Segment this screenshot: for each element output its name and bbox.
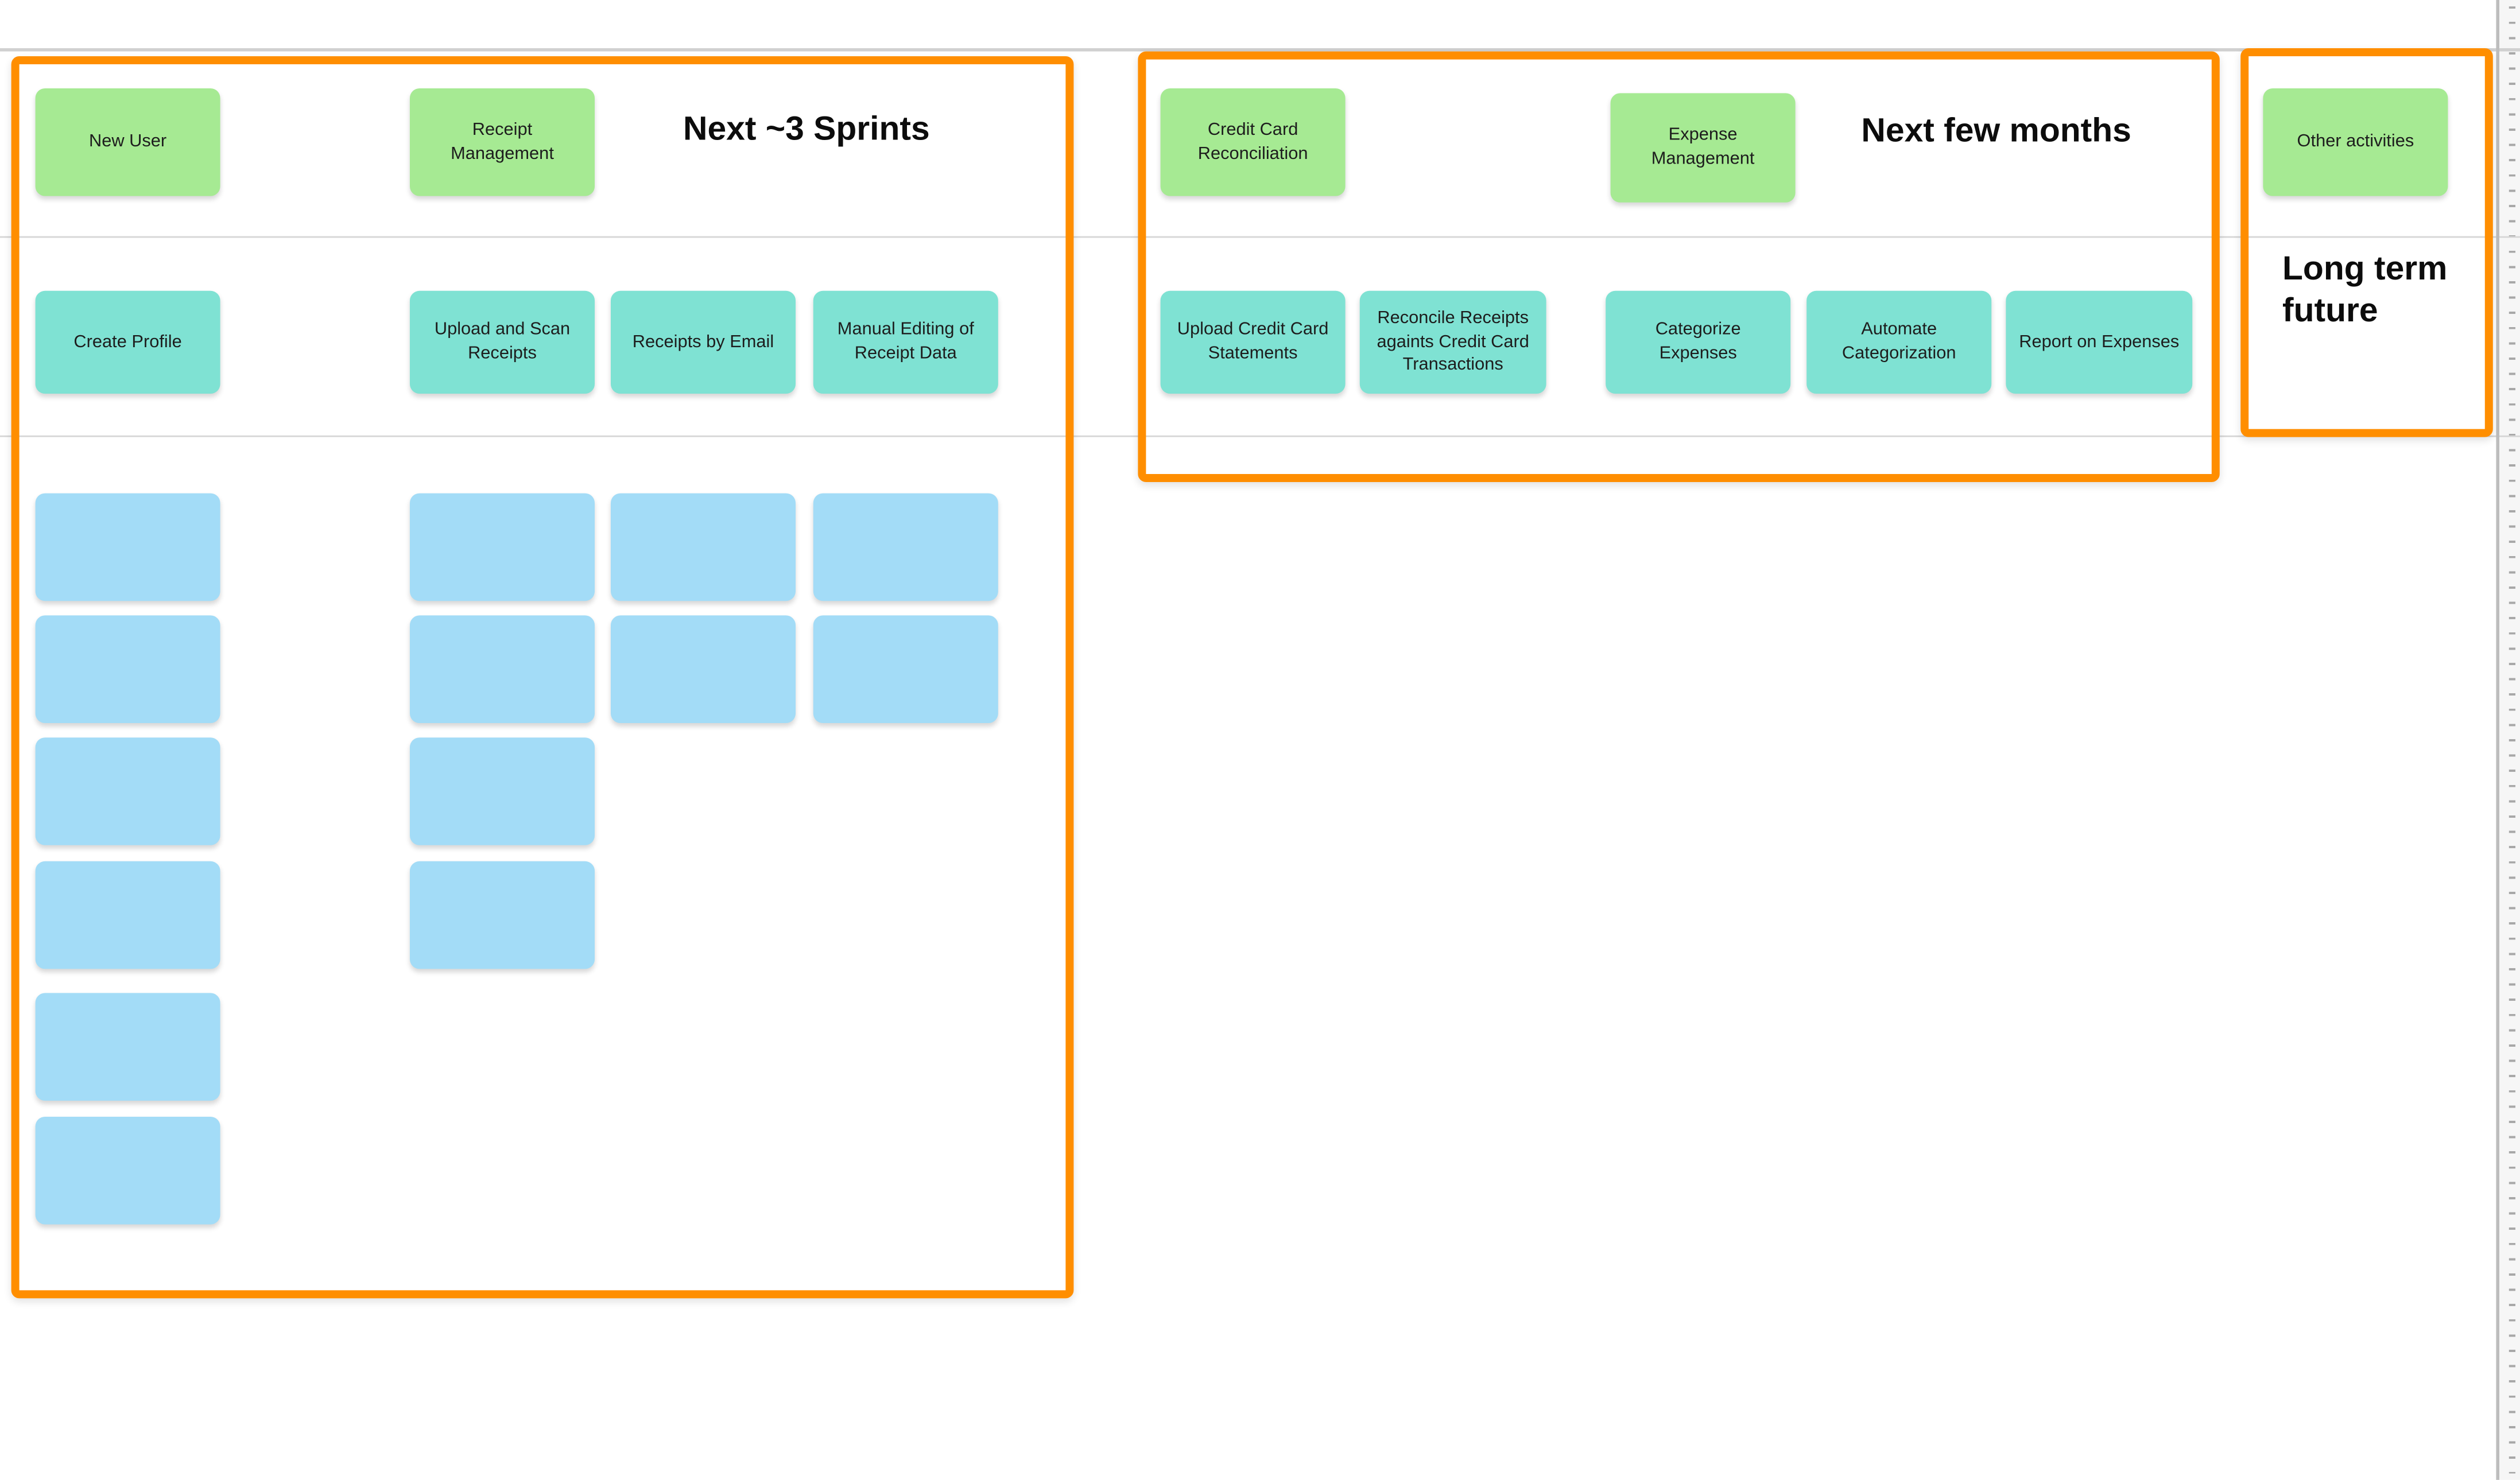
sticky-note[interactable] bbox=[813, 493, 998, 601]
section-title-next-few-months[interactable]: Next few months bbox=[1861, 112, 2131, 150]
sticky-note[interactable] bbox=[35, 615, 220, 723]
sticky-note[interactable] bbox=[35, 993, 220, 1101]
sticky-note[interactable]: Credit Card Reconciliation bbox=[1160, 88, 1346, 196]
canvas-grid-line-horizontal bbox=[0, 236, 2520, 238]
sticky-note[interactable] bbox=[410, 493, 595, 601]
sticky-note[interactable] bbox=[410, 615, 595, 723]
sticky-note[interactable]: Reconcile Receipts againts Credit Card T… bbox=[1359, 290, 1546, 394]
canvas-grid-line-horizontal bbox=[0, 435, 2520, 437]
sticky-note[interactable] bbox=[611, 615, 796, 723]
sticky-note[interactable] bbox=[410, 861, 595, 969]
sticky-note[interactable] bbox=[410, 737, 595, 845]
sticky-note[interactable]: Other activities bbox=[2263, 88, 2448, 196]
sticky-note[interactable]: New User bbox=[35, 88, 220, 196]
sticky-note[interactable]: Automate Categorization bbox=[1806, 290, 1992, 394]
sticky-note[interactable]: Upload Credit Card Statements bbox=[1160, 290, 1346, 394]
canvas-grid-line-horizontal bbox=[0, 48, 2520, 52]
sticky-note[interactable]: Expense Management bbox=[1610, 93, 1796, 203]
sticky-note[interactable] bbox=[35, 737, 220, 845]
sticky-note[interactable] bbox=[813, 615, 998, 723]
sticky-note[interactable]: Categorize Expenses bbox=[1606, 290, 1791, 394]
sticky-note[interactable]: Report on Expenses bbox=[2006, 290, 2193, 394]
sticky-note[interactable] bbox=[35, 861, 220, 969]
ruler-tick-marks bbox=[2509, 6, 2515, 1474]
section-frame-next-3-sprints[interactable] bbox=[11, 56, 1074, 1299]
section-frame-long-term-future[interactable] bbox=[2240, 48, 2493, 437]
sticky-note[interactable]: Create Profile bbox=[35, 290, 220, 394]
sticky-note[interactable]: Receipts by Email bbox=[611, 290, 796, 394]
section-title-next-3-sprints[interactable]: Next ~3 Sprints bbox=[683, 111, 930, 148]
sticky-note[interactable] bbox=[611, 493, 796, 601]
section-frame-next-few-months[interactable] bbox=[1138, 51, 2220, 483]
sticky-note[interactable]: Manual Editing of Receipt Data bbox=[813, 290, 998, 394]
sticky-note[interactable] bbox=[35, 493, 220, 601]
canvas-ruler-strip bbox=[2499, 0, 2520, 1480]
canvas-grid-line-vertical bbox=[2496, 0, 2499, 1480]
sticky-note[interactable]: Upload and Scan Receipts bbox=[410, 290, 595, 394]
sticky-note[interactable]: Receipt Management bbox=[410, 88, 595, 196]
section-title-long-term-future[interactable]: Long term future bbox=[2282, 250, 2448, 329]
sticky-note[interactable] bbox=[35, 1117, 220, 1225]
